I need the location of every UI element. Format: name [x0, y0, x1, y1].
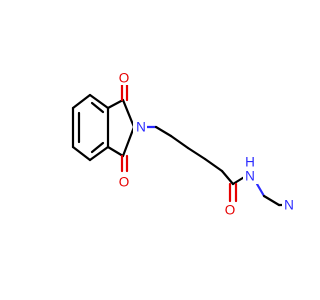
imide-ring-bond-2 — [121, 98, 136, 129]
chain-bond-5 — [220, 169, 235, 186]
o-top-label-bg — [115, 71, 129, 85]
benzene-double-bond-2 — [90, 141, 105, 154]
h-amide-label-bg — [243, 154, 258, 170]
imide-ring-bond-4 — [106, 145, 125, 158]
o-amide-label-bg — [223, 203, 237, 217]
hydrogen-amide-label: H — [245, 155, 255, 170]
imide-ring-bond-1 — [106, 98, 125, 110]
benzene-double-bond-3 — [90, 101, 105, 114]
benzene-bond-3 — [71, 145, 92, 162]
nitrogen-nitrile-label: N — [284, 198, 294, 213]
chain-bond-2 — [169, 134, 190, 150]
chain-bond-4 — [203, 157, 224, 173]
n-amide-label-bg — [243, 168, 258, 184]
imide-ring-bond-3 — [121, 125, 136, 158]
benzene-bond-1 — [71, 93, 92, 110]
benzene-bond-6 — [88, 93, 110, 110]
n-nitrile-label-bg — [282, 198, 296, 212]
molecule-canvas: O N O N H O N — [71, 70, 296, 218]
chain-bond-3 — [186, 146, 207, 161]
structure-diagram: O N O N H O N — [71, 71, 296, 218]
nitrogen-amide-label: N — [245, 169, 255, 184]
chain-bond-1 — [154, 125, 173, 138]
nitrogen-imide-label: N — [136, 120, 146, 135]
oxygen-amide-label: O — [225, 203, 236, 218]
oxygen-bottom-label: O — [119, 175, 130, 190]
benzene-bond-4 — [88, 145, 110, 162]
n-imide-label-bg — [133, 120, 147, 134]
oxygen-top-label: O — [119, 71, 130, 86]
amide-n-ch2-bond — [255, 182, 266, 198]
ch2-nitrile-c-bond — [262, 194, 281, 207]
o-bottom-label-bg — [115, 175, 129, 189]
